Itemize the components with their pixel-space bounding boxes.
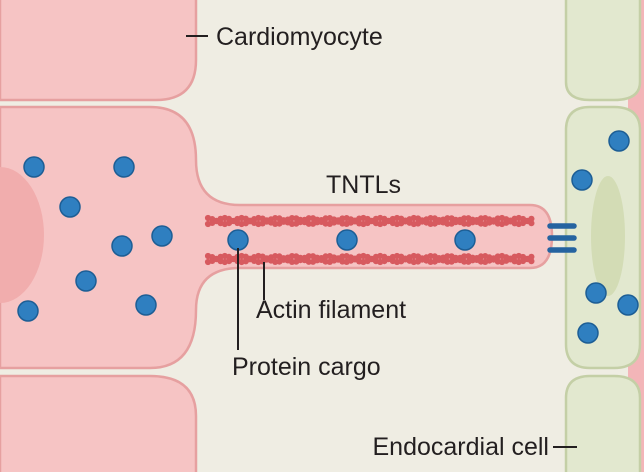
endocardial-column <box>564 0 644 472</box>
blue-dot-icon <box>571 169 593 191</box>
cardiomyocyte-nucleus <box>0 167 44 303</box>
blue-dot-icon <box>23 156 45 178</box>
blue-dot-icon <box>135 294 157 316</box>
cardiomyocyte-bottom <box>0 374 198 472</box>
blue-dot-icon <box>336 229 358 251</box>
protein-cargo-group <box>17 130 639 344</box>
actin-bead <box>528 253 535 260</box>
blue-dot-icon <box>617 294 639 316</box>
actin-bead <box>528 258 535 265</box>
blue-dot-icon <box>113 156 135 178</box>
endocardial-bottom <box>564 374 642 472</box>
label-protein-cargo: Protein cargo <box>232 353 381 381</box>
blue-dot-icon <box>17 300 39 322</box>
cardiomyocyte-top <box>0 0 198 102</box>
endocardial-top <box>564 0 642 102</box>
actin-bead <box>528 220 535 227</box>
actin-filament-bottom <box>204 252 535 266</box>
blue-dot-icon <box>608 130 630 152</box>
blue-dot-icon <box>227 229 249 251</box>
blue-dot-icon <box>59 196 81 218</box>
blue-dot-icon <box>75 270 97 292</box>
label-actin-filament: Actin filament <box>256 296 406 324</box>
actin-bead <box>528 215 535 222</box>
blue-dot-icon <box>577 322 599 344</box>
actin-filament-top <box>204 214 535 228</box>
blue-dot-icon <box>454 229 476 251</box>
label-tntls: TNTLs <box>326 171 401 199</box>
endocardial-nucleus <box>591 176 625 296</box>
leader-lines <box>186 35 577 448</box>
blue-dot-icon <box>151 225 173 247</box>
label-endocardial-cell: Endocardial cell <box>373 433 550 461</box>
blue-dot-icon <box>585 282 607 304</box>
label-cardiomyocyte: Cardiomyocyte <box>216 23 383 51</box>
blue-dot-icon <box>111 235 133 257</box>
junction-bars-icon <box>547 223 577 253</box>
